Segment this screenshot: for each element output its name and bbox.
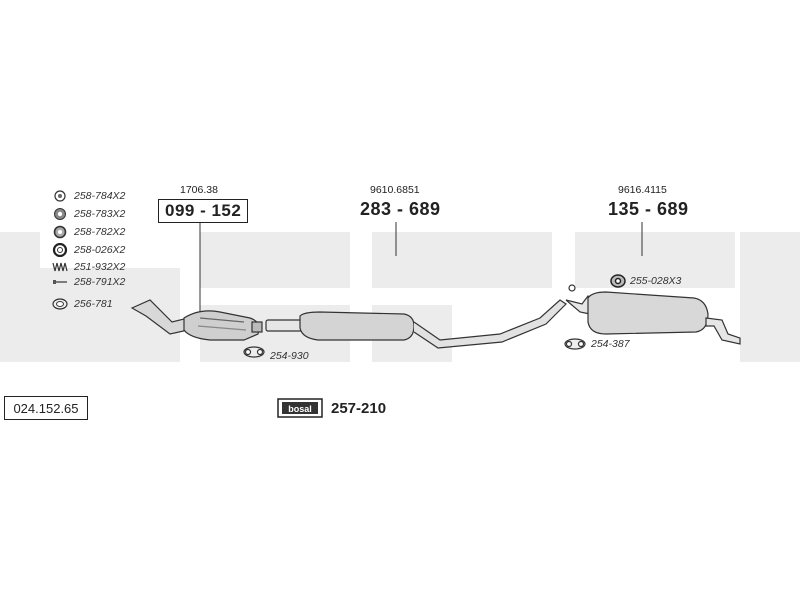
legend-code: 258-783X2 [74,208,126,220]
clamp-label-rear: 254-387 [591,338,630,350]
clamp-icon [564,338,586,350]
part-ref-middle: 9610.6851 [370,184,420,196]
bolt-icon [53,280,67,284]
mount-label-rear: 255-028X3 [630,275,682,287]
legend-item: 251-932X2 [52,260,125,274]
legend-item: 258-782X2 [52,225,125,239]
clamp-icon [243,346,265,358]
ring-medium-icon [54,208,66,220]
legend-code: 251-932X2 [74,261,126,273]
part-ref-rear: 9616.4115 [618,184,667,196]
legend-item: 258-784X2 [52,189,125,203]
legend-item: 256-781 [52,297,113,311]
legend-item: 258-791X2 [52,275,125,289]
part-number-catalytic[interactable]: 099 - 152 [158,199,249,223]
catalytic-converter [130,299,263,341]
part-ref-catalytic: 1706.38 [180,184,218,196]
ring-small-icon [54,190,66,202]
rear-muffler [565,284,741,345]
clamp-label-front: 254-930 [270,350,309,362]
ring-thick-icon [53,225,67,239]
spring-icon [52,262,68,272]
legend-code: 258-782X2 [74,226,126,238]
legend-item: 258-026X2 [52,243,125,257]
catalog-number: 024.152.65 [4,396,88,420]
legend-code: 258-791X2 [74,276,126,288]
mounting-rubber-icon [610,274,626,288]
legend-code: 258-026X2 [74,244,126,256]
svg-text:bosal: bosal [288,404,312,414]
part-number-rear[interactable]: 135 - 689 [608,199,689,219]
middle-muffler [265,299,567,349]
part-number-middle[interactable]: 283 - 689 [360,199,441,219]
legend-code: 258-784X2 [74,190,126,202]
legend-code: 256-781 [74,298,113,310]
ring-large-icon [52,243,68,257]
gasket-icon [52,298,68,310]
bosal-logo: bosal [277,398,323,418]
kit-number[interactable]: 257-210 [331,400,387,417]
legend-item: 258-783X2 [52,207,125,221]
